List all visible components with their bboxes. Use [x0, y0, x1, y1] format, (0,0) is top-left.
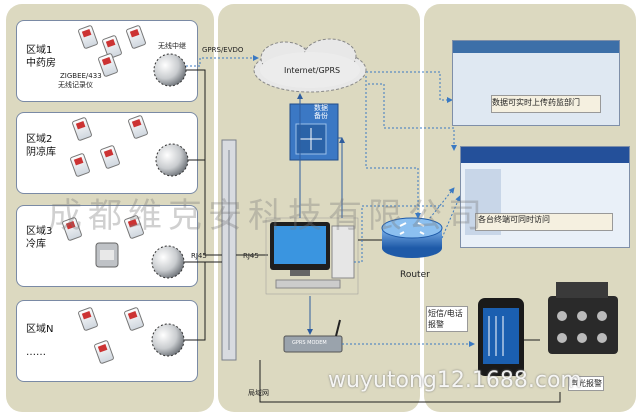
gprs-modem-icon — [283, 319, 343, 353]
zone-1-recorder: 无线记录仪 — [58, 81, 93, 89]
zone-2-name: 区域2 — [26, 134, 53, 145]
sensor-devices — [62, 25, 148, 364]
zone-n-sub: …… — [26, 347, 46, 358]
zone-1-name: 区域1 — [26, 45, 53, 56]
modem-label: GPRS MODEM — [292, 340, 327, 346]
alarm-relay-icon — [548, 282, 618, 354]
zone-3-sub: 冷库 — [26, 239, 46, 250]
data-backup-icon — [289, 103, 339, 161]
terminal-caption: 各台终端可同时访问 — [478, 215, 550, 224]
router-icon — [381, 217, 443, 258]
wireless-relay-label: 无线中继 — [158, 42, 186, 50]
site-watermark: wuyutong12.1688.com — [328, 368, 582, 393]
zone-1-protocol: ZIGBEE/433 — [60, 72, 102, 80]
zone-1-sub: 中药房 — [26, 58, 56, 69]
zone-3-rj45: RJ45 — [191, 252, 207, 260]
zone-connections — [184, 69, 222, 341]
gprs-evdo-label: GPRS/EVDO — [202, 46, 244, 54]
computer-icon — [265, 217, 359, 295]
zone-3-name: 区域3 — [26, 226, 53, 237]
rj45-mid-label: RJ45 — [243, 252, 259, 260]
router-label: Router — [400, 270, 430, 280]
dotted-network-lines — [354, 71, 461, 263]
cloud-icon — [253, 38, 367, 93]
lan-label: 局域网 — [248, 389, 269, 397]
monitoring-software-screen — [460, 146, 630, 248]
lan-switch — [221, 139, 237, 361]
mobile-phone-icon — [478, 298, 524, 376]
upload-caption: 数据可实时上传药监部门 — [492, 98, 580, 107]
sms-alarm-label: 短信/电话报警 — [426, 306, 468, 332]
zone-n-name: 区域N — [26, 324, 54, 335]
data-backup-label: 数据备份 — [314, 104, 328, 120]
company-watermark: 成都维克安科技有限公司 — [48, 196, 488, 236]
zone-2-sub: 阴凉库 — [26, 147, 56, 158]
cfda-website-screen — [452, 40, 620, 126]
internet-gprs-label: Internet/GPRS — [284, 66, 341, 75]
sound-light-alarm-label: 声光报警 — [568, 376, 604, 391]
wireless-relay-icons — [151, 53, 189, 357]
